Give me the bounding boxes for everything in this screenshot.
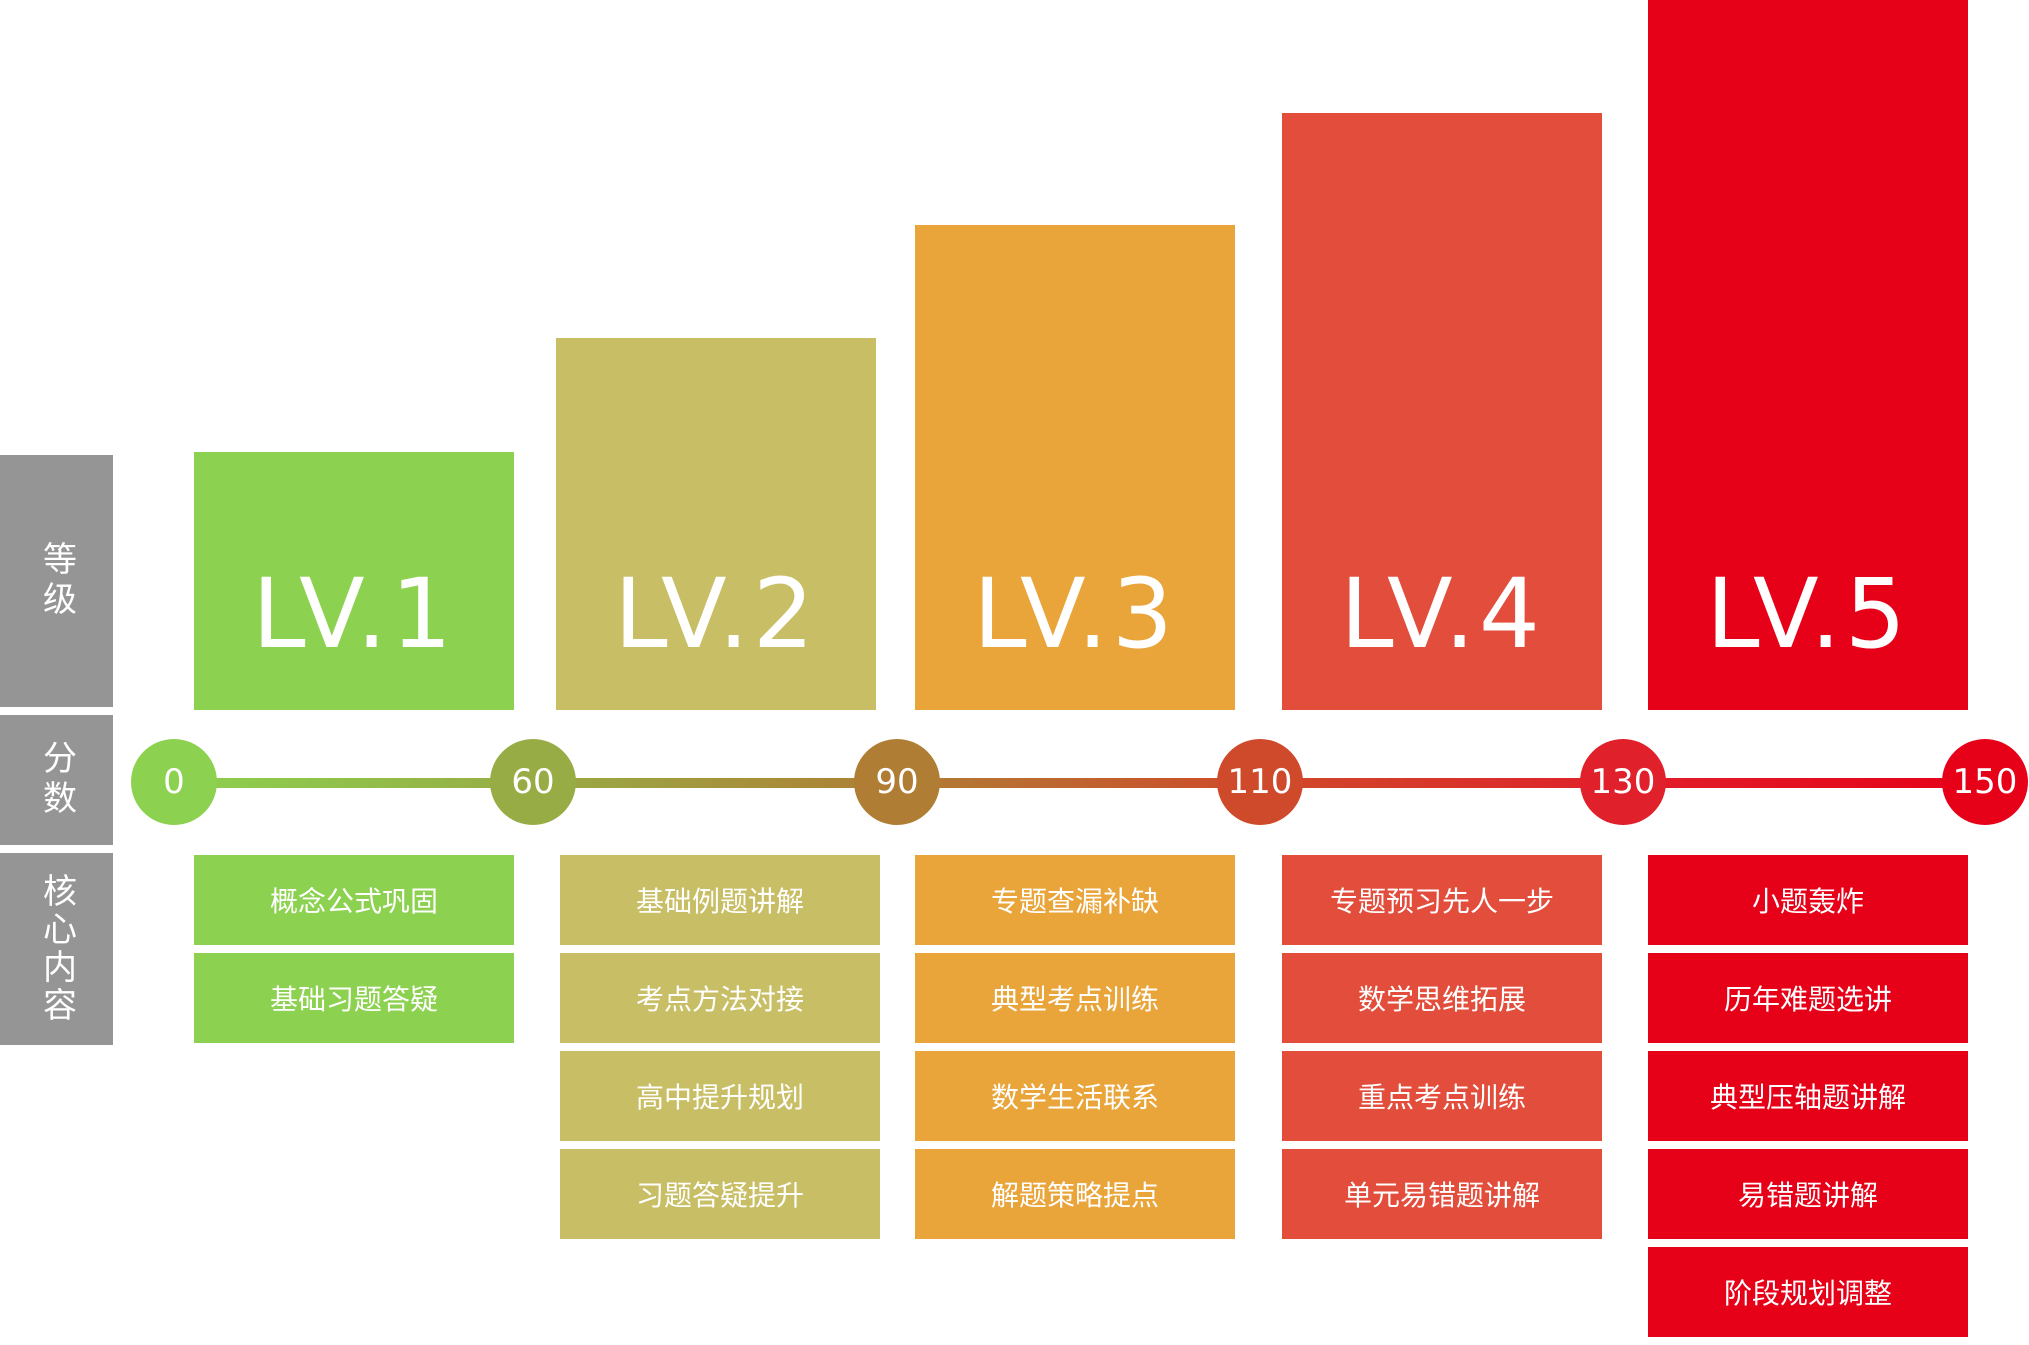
score-value: 130 [1590, 762, 1656, 802]
content-item-text: 历年难题选讲 [1723, 983, 1892, 1016]
content-item-text: 数学思维拓展 [1357, 983, 1526, 1016]
score-node-90: 90 [854, 739, 940, 825]
score-node-150: 150 [1942, 739, 2028, 825]
content-item: 单元易错题讲解 [1282, 1149, 1602, 1239]
content-item-text: 典型考点训练 [990, 983, 1159, 1016]
level-label: LV.4 [1340, 558, 1544, 670]
content-item-text: 易错题讲解 [1737, 1179, 1878, 1212]
content-item: 典型压轴题讲解 [1648, 1051, 1968, 1141]
content-item-text: 基础例题讲解 [635, 885, 804, 918]
content-item-text: 阶段规划调整 [1723, 1277, 1892, 1310]
content-item: 习题答疑提升 [560, 1149, 880, 1239]
content-item-text: 基础习题答疑 [269, 983, 438, 1016]
level-bar-3: LV.3 [915, 225, 1235, 710]
score-node-60: 60 [490, 739, 576, 825]
content-item-text: 习题答疑提升 [635, 1179, 804, 1212]
content-item-text: 典型压轴题讲解 [1709, 1081, 1906, 1114]
level-bar-1: LV.1 [194, 452, 514, 710]
level-bar-4: LV.4 [1282, 113, 1602, 710]
score-value: 0 [163, 762, 185, 802]
content-item: 阶段规划调整 [1648, 1247, 1968, 1337]
content-column-lv3: 专题查漏补缺 典型考点训练 数学生活联系 解题策略提点 [915, 855, 1235, 1247]
content-column-lv2: 基础例题讲解 考点方法对接 高中提升规划 习题答疑提升 [560, 855, 880, 1247]
content-item: 基础例题讲解 [560, 855, 880, 945]
content-item: 数学思维拓展 [1282, 953, 1602, 1043]
content-item-text: 数学生活联系 [990, 1081, 1159, 1114]
timeline-line [174, 778, 1986, 788]
content-item: 典型考点训练 [915, 953, 1235, 1043]
content-item-text: 专题预习先人一步 [1329, 885, 1554, 918]
content-item: 数学生活联系 [915, 1051, 1235, 1141]
content-item: 重点考点训练 [1282, 1051, 1602, 1141]
content-item-text: 小题轰炸 [1751, 885, 1864, 918]
content-item: 易错题讲解 [1648, 1149, 1968, 1239]
score-node-0: 0 [131, 739, 217, 825]
content-item: 高中提升规划 [560, 1051, 880, 1141]
content-item: 专题查漏补缺 [915, 855, 1235, 945]
side-label-score-text: 分数 [36, 740, 77, 820]
content-item: 概念公式巩固 [194, 855, 514, 945]
side-label-score: 分数 [0, 715, 113, 845]
content-item: 解题策略提点 [915, 1149, 1235, 1239]
content-item-text: 专题查漏补缺 [990, 885, 1159, 918]
score-value: 150 [1952, 762, 2018, 802]
content-item: 考点方法对接 [560, 953, 880, 1043]
content-item-text: 重点考点训练 [1357, 1081, 1526, 1114]
content-column-lv5: 小题轰炸 历年难题选讲 典型压轴题讲解 易错题讲解 阶段规划调整 [1648, 855, 1968, 1345]
level-label: LV.1 [252, 558, 456, 670]
score-value: 90 [875, 762, 919, 802]
content-item: 专题预习先人一步 [1282, 855, 1602, 945]
side-label-content: 核心内容 [0, 853, 113, 1045]
score-node-130: 130 [1580, 739, 1666, 825]
content-item: 历年难题选讲 [1648, 953, 1968, 1043]
content-item: 基础习题答疑 [194, 953, 514, 1043]
side-label-level-text: 等级 [36, 541, 77, 621]
side-label-level: 等级 [0, 455, 113, 707]
level-label: LV.3 [973, 558, 1177, 670]
score-value: 110 [1227, 762, 1293, 802]
level-label: LV.2 [614, 558, 818, 670]
content-item-text: 概念公式巩固 [269, 885, 438, 918]
level-bar-5: LV.5 [1648, 0, 1968, 710]
content-item: 小题轰炸 [1648, 855, 1968, 945]
level-bar-2: LV.2 [556, 338, 876, 710]
content-item-text: 考点方法对接 [635, 983, 804, 1016]
score-value: 60 [511, 762, 555, 802]
content-column-lv1: 概念公式巩固 基础习题答疑 [194, 855, 514, 1051]
side-label-content-text: 核心内容 [36, 873, 77, 1025]
content-column-lv4: 专题预习先人一步 数学思维拓展 重点考点训练 单元易错题讲解 [1282, 855, 1602, 1247]
content-item-text: 单元易错题讲解 [1343, 1179, 1540, 1212]
content-item-text: 高中提升规划 [635, 1081, 804, 1114]
level-label: LV.5 [1706, 558, 1910, 670]
content-item-text: 解题策略提点 [990, 1179, 1159, 1212]
score-node-110: 110 [1217, 739, 1303, 825]
